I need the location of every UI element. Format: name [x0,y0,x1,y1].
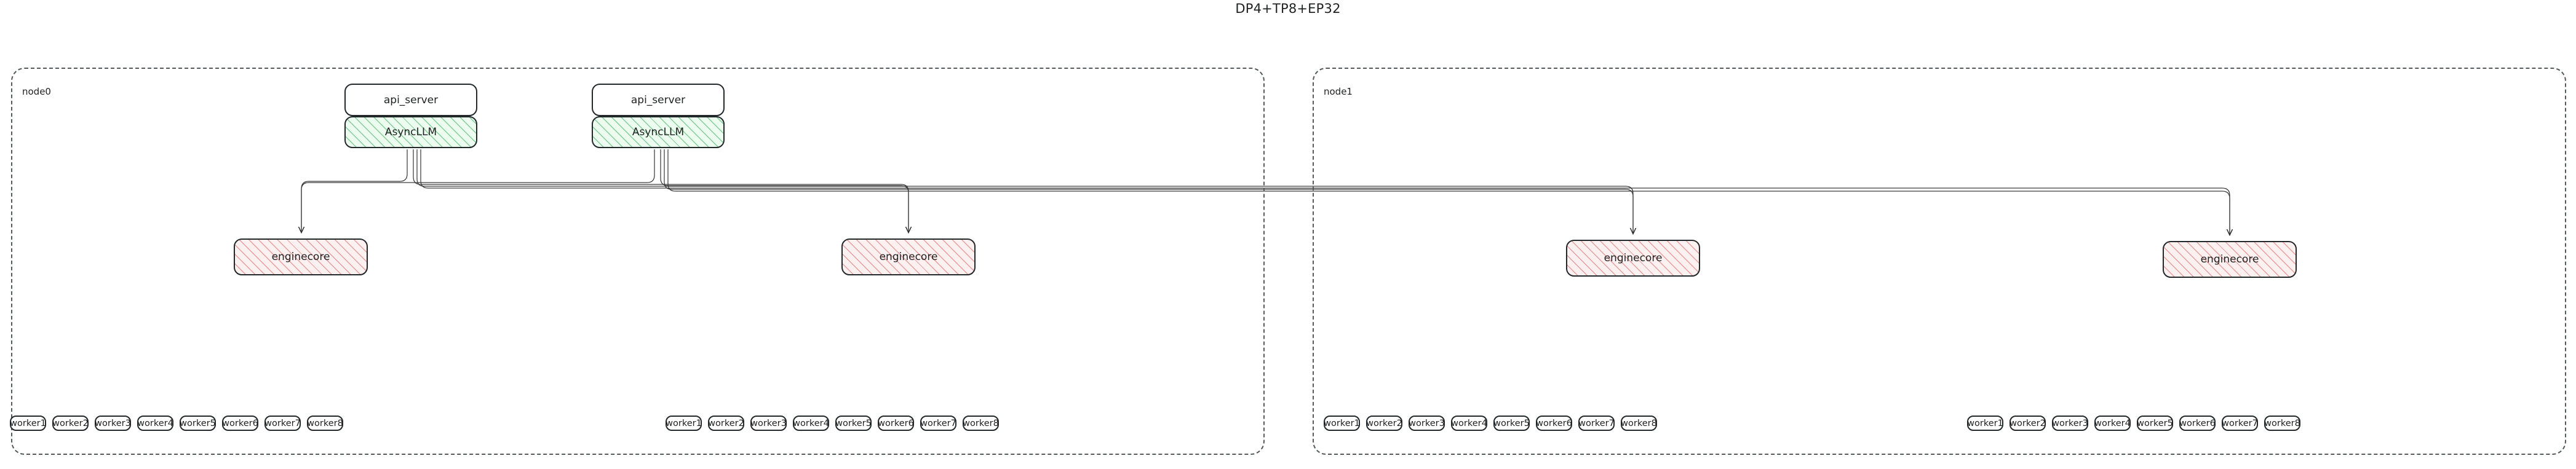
worker-box[interactable]: worker8 [1621,416,1657,431]
api-server-box[interactable]: api_server [592,84,725,116]
worker-box[interactable]: worker8 [307,416,343,431]
enginecore-box[interactable]: enginecore [1566,240,1700,277]
worker-box[interactable]: worker1 [1324,416,1360,431]
asyncllm-box[interactable]: AsyncLLM [592,116,725,148]
worker-box[interactable]: worker6 [222,416,258,431]
worker-box[interactable]: worker4 [1451,416,1487,431]
api-server-box[interactable]: api_server [344,84,477,116]
worker-box[interactable]: worker6 [878,416,914,431]
node-container-node0 [11,68,1265,455]
node-label-node0: node0 [22,86,51,97]
worker-box[interactable]: worker5 [2137,416,2173,431]
worker-box[interactable]: worker1 [10,416,46,431]
worker-box[interactable]: worker3 [750,416,787,431]
asyncllm-box[interactable]: AsyncLLM [344,116,477,148]
worker-box[interactable]: worker6 [2179,416,2216,431]
worker-box[interactable]: worker8 [2264,416,2300,431]
worker-box[interactable]: worker4 [793,416,829,431]
worker-box[interactable]: worker5 [180,416,216,431]
worker-box[interactable]: worker5 [835,416,872,431]
enginecore-box[interactable]: enginecore [2163,241,2297,278]
worker-box[interactable]: worker2 [2010,416,2046,431]
worker-box[interactable]: worker3 [2052,416,2088,431]
worker-box[interactable]: worker2 [1366,416,1402,431]
worker-box[interactable]: worker7 [2222,416,2258,431]
worker-box[interactable]: worker7 [1578,416,1615,431]
worker-box[interactable]: worker8 [963,416,999,431]
page-title: DP4+TP8+EP32 [1235,1,1341,16]
worker-box[interactable]: worker2 [708,416,744,431]
worker-box[interactable]: worker1 [666,416,702,431]
enginecore-box[interactable]: enginecore [234,238,368,275]
worker-box[interactable]: worker1 [1967,416,2003,431]
worker-box[interactable]: worker3 [1409,416,1445,431]
worker-box[interactable]: worker7 [920,416,956,431]
worker-box[interactable]: worker3 [95,416,131,431]
worker-box[interactable]: worker6 [1536,416,1572,431]
node-label-node1: node1 [1324,86,1353,97]
node-container-node1 [1313,68,2566,455]
worker-box[interactable]: worker5 [1493,416,1530,431]
worker-box[interactable]: worker7 [264,416,301,431]
worker-box[interactable]: worker4 [2094,416,2131,431]
worker-box[interactable]: worker4 [137,416,173,431]
enginecore-box[interactable]: enginecore [841,238,976,275]
worker-box[interactable]: worker2 [52,416,89,431]
